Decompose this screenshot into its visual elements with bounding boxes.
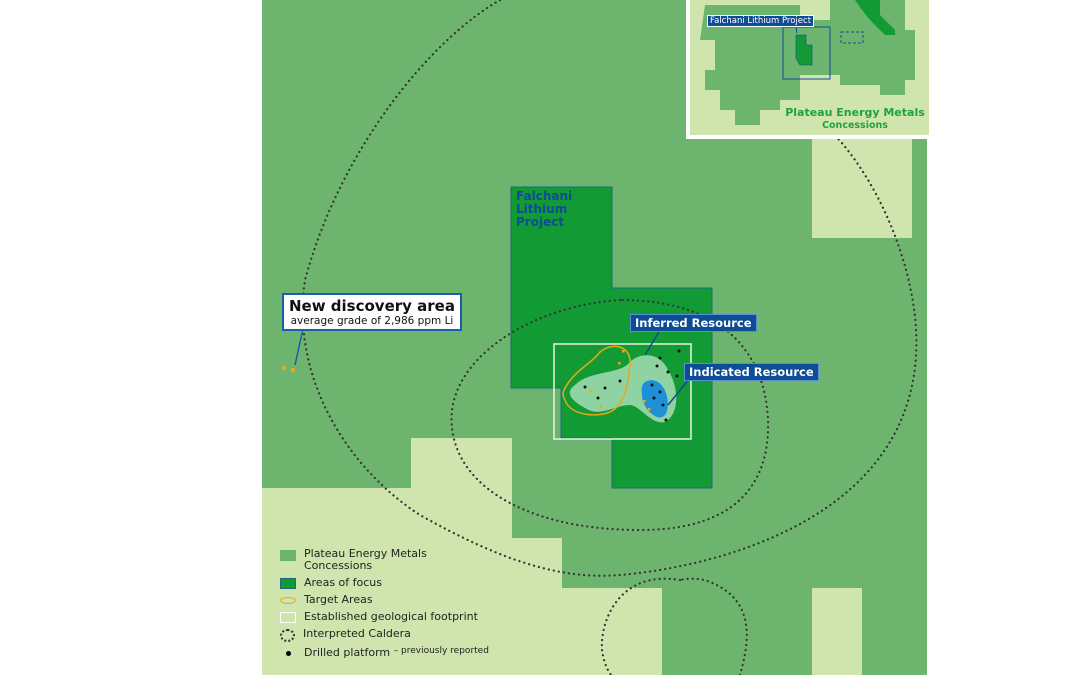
discovery-callout: New discovery area average grade of 2,98… [282,293,462,331]
focus-swatch [280,578,296,589]
drilled-platform-icon [280,648,296,659]
inset-title: Plateau Energy Metals Concessions [780,107,930,132]
legend-label: Established geological footprint [304,610,478,623]
project-label: Falchani Lithium Project [516,189,573,229]
discovery-subtitle: average grade of 2,986 ppm Li [290,315,454,327]
legend-item-focus: Areas of focus [280,576,489,589]
legend-note: – previously reported [393,646,489,656]
legend-item-concessions: Plateau Energy Metals Concessions [280,548,489,572]
legend-label: Drilled platform [304,646,391,659]
legend-label: Interpreted Caldera [303,627,411,640]
indicated-pointer [667,377,691,406]
geological-footprint-areas [262,138,912,675]
footprint-swatch [280,612,296,623]
target-area-icon [280,597,296,604]
legend-label: Target Areas [304,593,373,606]
inset-title-text: Plateau Energy Metals [785,106,925,119]
legend-item-drilled: Drilled platform – previously reported [280,646,489,659]
target-area [562,345,631,416]
legend: Plateau Energy Metals Concessions Areas … [280,548,489,663]
concessions-swatch [280,550,296,561]
drilled-platforms [583,349,681,422]
inset-subtitle: Concessions [822,120,888,131]
caldera-icon [280,629,295,642]
inferred-resource-label: Inferred Resource [630,314,757,332]
footprint-box [553,343,692,440]
indicated-resource-label: Indicated Resource [684,363,819,381]
discovery-title: New discovery area [289,297,455,315]
legend-item-footprint: Established geological footprint [280,610,489,623]
legend-label: Areas of focus [304,576,382,589]
legend-label: Plateau Energy Metals Concessions [304,547,427,572]
inset-project-label: Falchani Lithium Project [707,15,815,27]
legend-item-caldera: Interpreted Caldera [280,627,489,642]
legend-item-target: Target Areas [280,593,489,606]
interpreted-caldera [301,0,918,675]
inferred-pointer [644,329,661,356]
target-samples [282,350,651,411]
